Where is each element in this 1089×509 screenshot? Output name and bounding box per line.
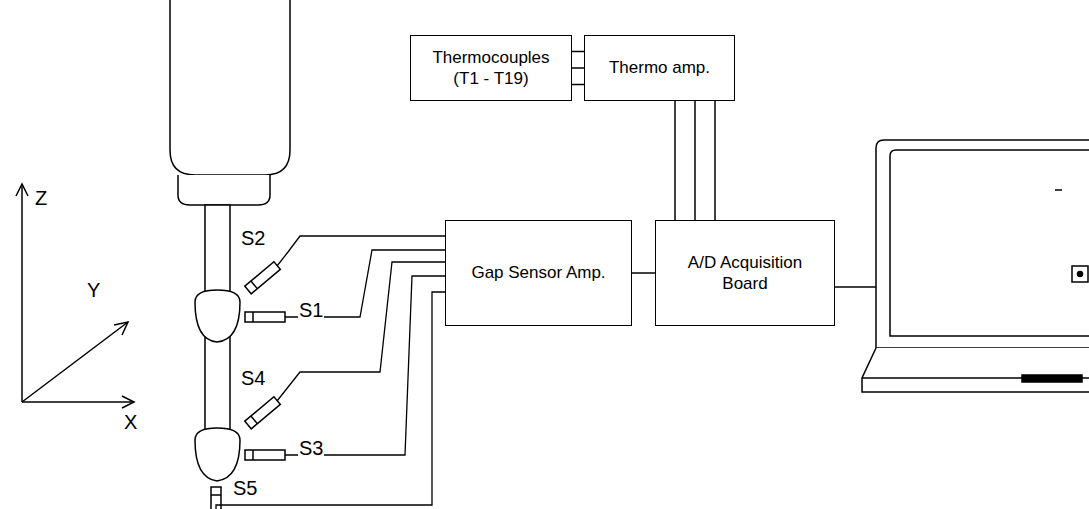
board-box: A/D Acquisition Board <box>655 220 835 326</box>
signal-wire <box>675 101 676 220</box>
gap-sensor <box>245 450 285 460</box>
signal-wire <box>695 101 696 220</box>
sensor-box: Thermocouples (T1 - T19) <box>410 35 572 101</box>
sensor-label: S3 <box>298 438 324 458</box>
axes <box>16 184 134 408</box>
spindle-collar <box>178 175 270 205</box>
box-text: A/D Acquisition Board <box>664 252 826 295</box>
gap-sensor <box>245 397 281 429</box>
box-text: Thermo amp. <box>609 57 710 78</box>
sensor-wires <box>216 236 445 509</box>
amplifier-box: Gap Sensor Amp. <box>445 220 632 326</box>
axis-label: Z <box>34 188 48 208</box>
gap-sensor <box>245 312 285 322</box>
ball <box>195 290 240 342</box>
computer <box>835 140 1089 392</box>
axis-label: X <box>123 412 138 432</box>
signal-wire <box>572 84 584 85</box>
signal-wire <box>715 101 716 220</box>
signal-wire <box>572 51 584 52</box>
amplifier-box: Thermo amp. <box>584 35 735 101</box>
box-text: Thermocouples (T1 - T19) <box>419 47 563 90</box>
sensor-label: S2 <box>240 228 266 248</box>
ball <box>195 428 240 481</box>
sensor-label: S5 <box>232 478 258 498</box>
box-text: Gap Sensor Amp. <box>471 262 605 283</box>
gap-sensor <box>245 262 281 294</box>
spindle-housing <box>170 0 290 175</box>
axis-label: Y <box>86 280 101 300</box>
signal-wire <box>572 68 584 69</box>
signal-wire <box>632 273 655 274</box>
sensor-label: S1 <box>298 300 324 320</box>
sensor-label: S4 <box>240 368 266 388</box>
